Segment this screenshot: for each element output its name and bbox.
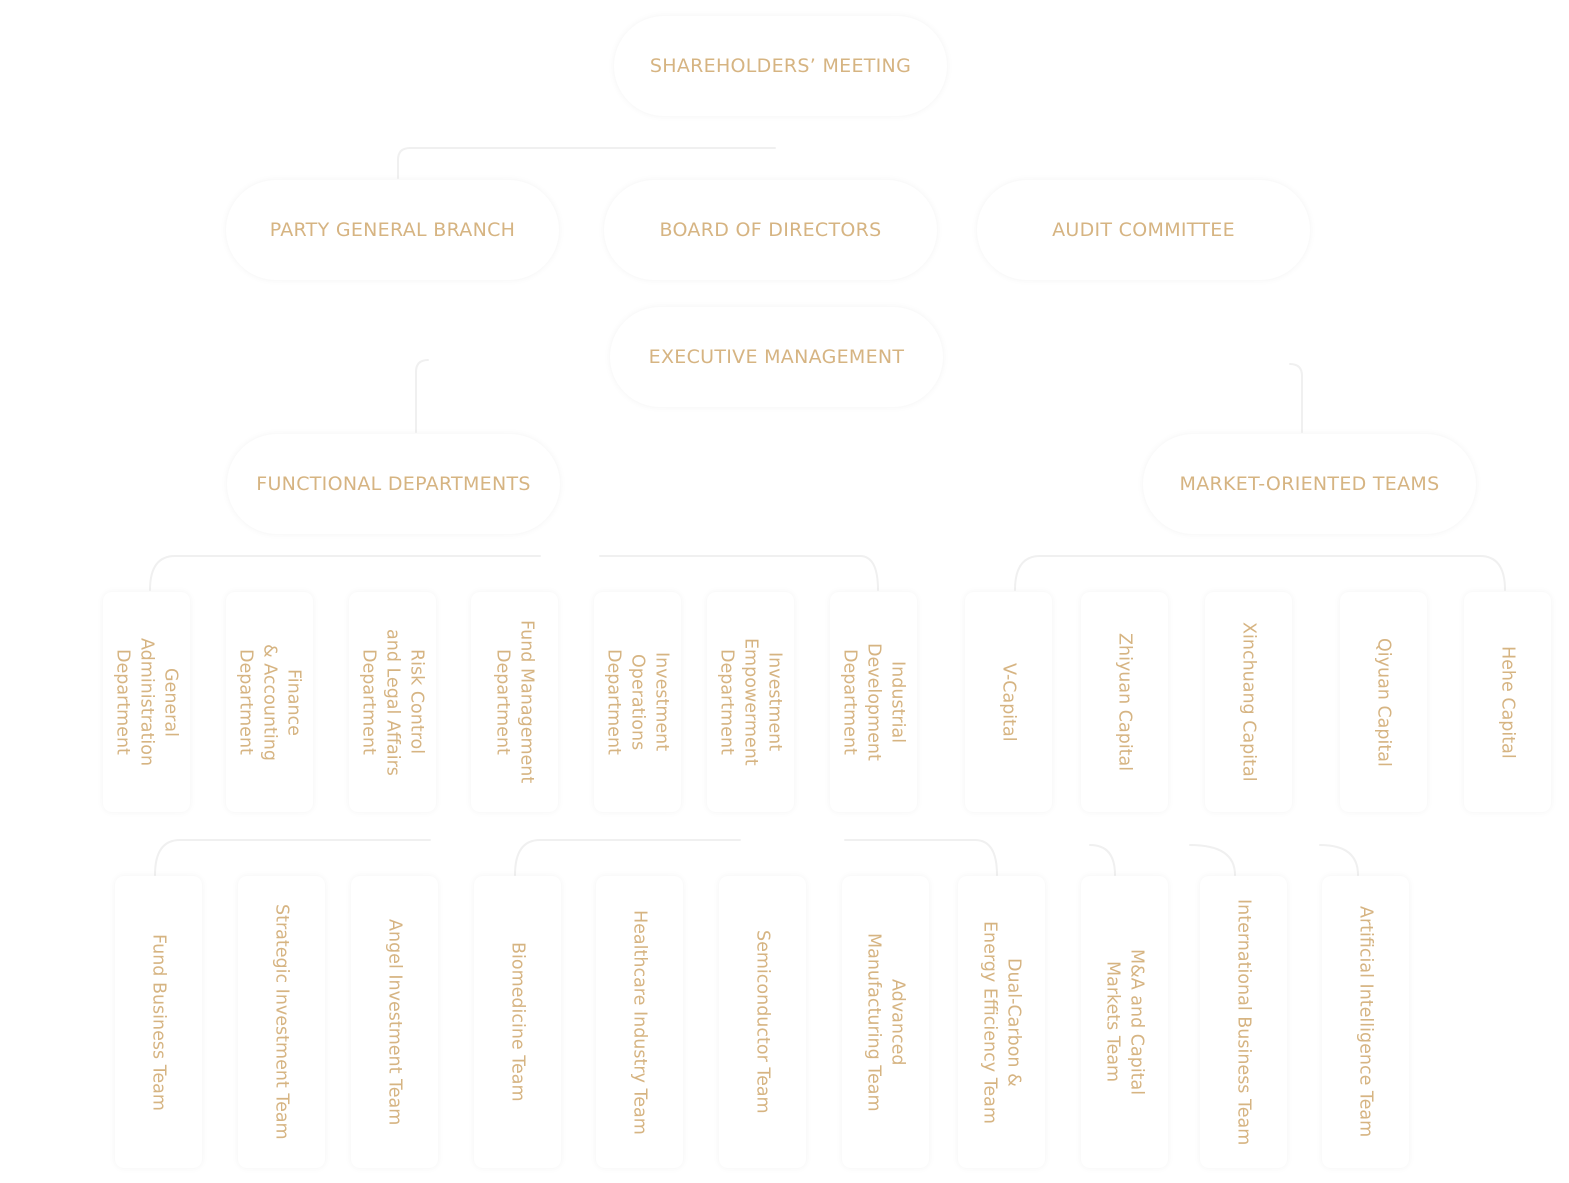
team-card: Dual-Carbon & Energy Efficiency Team — [958, 876, 1045, 1168]
team-card: Healthcare Industry Team — [596, 876, 683, 1168]
capital-card: Hehe Capital — [1464, 592, 1551, 812]
capital-card-label: V-Capital — [998, 662, 1019, 742]
connector-functional — [415, 359, 429, 433]
connector-top — [397, 147, 776, 179]
connector-dept-row-2 — [599, 555, 879, 591]
shareholders-meeting-node: SHAREHOLDERS’ MEETING — [614, 16, 947, 116]
department-card: General Administration Department — [103, 592, 190, 812]
team-card-label: Healthcare Industry Team — [629, 909, 650, 1135]
executive-management-label: EXECUTIVE MANAGEMENT — [648, 346, 905, 368]
department-card-label: Industrial Development Department — [839, 643, 908, 761]
connector-team-row-4 — [1089, 844, 1116, 876]
connector-team-row-5 — [1189, 844, 1236, 876]
team-card-label: Artificial Intelligence Team — [1355, 906, 1376, 1138]
connector-team-row-2 — [514, 839, 741, 876]
connector-market — [1289, 363, 1303, 433]
department-card: Investment Operations Department — [594, 592, 681, 812]
connector-team-row-3 — [844, 839, 998, 876]
team-card: M&A and Capital Markets Team — [1081, 876, 1168, 1168]
capital-card: Qiyuan Capital — [1340, 592, 1427, 812]
capital-card-label: Hehe Capital — [1497, 645, 1518, 759]
capital-card: Zhiyuan Capital — [1081, 592, 1168, 812]
board-of-directors-label: BOARD OF DIRECTORS — [659, 219, 882, 241]
executive-management-node: EXECUTIVE MANAGEMENT — [610, 307, 943, 407]
party-general-branch-node: PARTY GENERAL BRANCH — [226, 180, 559, 280]
department-card-label: Fund Management Department — [492, 620, 537, 784]
department-card: Finance & Accounting Department — [226, 592, 313, 812]
team-card: Artificial Intelligence Team — [1322, 876, 1409, 1168]
team-card: Strategic Investment Team — [238, 876, 325, 1168]
team-card-label: Biomedicine Team — [507, 942, 528, 1102]
connector-team-row-6 — [1319, 844, 1359, 876]
market-oriented-teams-label: MARKET-ORIENTED TEAMS — [1179, 473, 1440, 495]
department-card: Investment Empowerment Department — [707, 592, 794, 812]
audit-committee-node: AUDIT COMMITTEE — [977, 180, 1310, 280]
capital-card: V-Capital — [965, 592, 1052, 812]
team-card: Biomedicine Team — [474, 876, 561, 1168]
functional-departments-label: FUNCTIONAL DEPARTMENTS — [256, 473, 531, 495]
department-card-label: Risk Control and Legal Affairs Departmen… — [358, 628, 427, 776]
connector-dept-row — [149, 555, 541, 591]
connector-capital-row — [1014, 555, 1506, 591]
capital-card: Xinchuang Capital — [1205, 592, 1292, 812]
connector-team-row — [154, 839, 431, 876]
team-card: Semiconductor Team — [719, 876, 806, 1168]
department-card-label: General Administration Department — [112, 637, 181, 767]
team-card-label: International Business Team — [1233, 898, 1254, 1146]
department-card-label: Investment Empowerment Department — [716, 638, 785, 766]
team-card-label: Semiconductor Team — [752, 930, 773, 1114]
capital-card-label: Qiyuan Capital — [1373, 637, 1394, 767]
team-card: Advanced Manufacturing Team — [842, 876, 929, 1168]
audit-committee-label: AUDIT COMMITTEE — [1052, 219, 1235, 241]
board-of-directors-node: BOARD OF DIRECTORS — [604, 180, 937, 280]
team-card-label: Dual-Carbon & Energy Efficiency Team — [979, 920, 1024, 1124]
team-card: Fund Business Team — [115, 876, 202, 1168]
market-oriented-teams-node: MARKET-ORIENTED TEAMS — [1143, 434, 1476, 534]
capital-card-label: Xinchuang Capital — [1238, 622, 1259, 782]
functional-departments-node: FUNCTIONAL DEPARTMENTS — [227, 434, 560, 534]
team-card: International Business Team — [1200, 876, 1287, 1168]
shareholders-meeting-label: SHAREHOLDERS’ MEETING — [649, 55, 912, 77]
party-general-branch-label: PARTY GENERAL BRANCH — [269, 219, 516, 241]
department-card: Industrial Development Department — [830, 592, 917, 812]
team-card-label: Strategic Investment Team — [271, 904, 292, 1140]
department-card: Fund Management Department — [471, 592, 558, 812]
department-card-label: Finance & Accounting Department — [235, 643, 304, 761]
team-card-label: M&A and Capital Markets Team — [1102, 948, 1147, 1096]
team-card: Angel Investment Team — [351, 876, 438, 1168]
team-card-label: Fund Business Team — [148, 933, 169, 1111]
department-card: Risk Control and Legal Affairs Departmen… — [349, 592, 436, 812]
capital-card-label: Zhiyuan Capital — [1114, 632, 1135, 772]
team-card-label: Angel Investment Team — [384, 918, 405, 1126]
department-card-label: Investment Operations Department — [603, 649, 672, 755]
team-card-label: Advanced Manufacturing Team — [863, 932, 908, 1112]
